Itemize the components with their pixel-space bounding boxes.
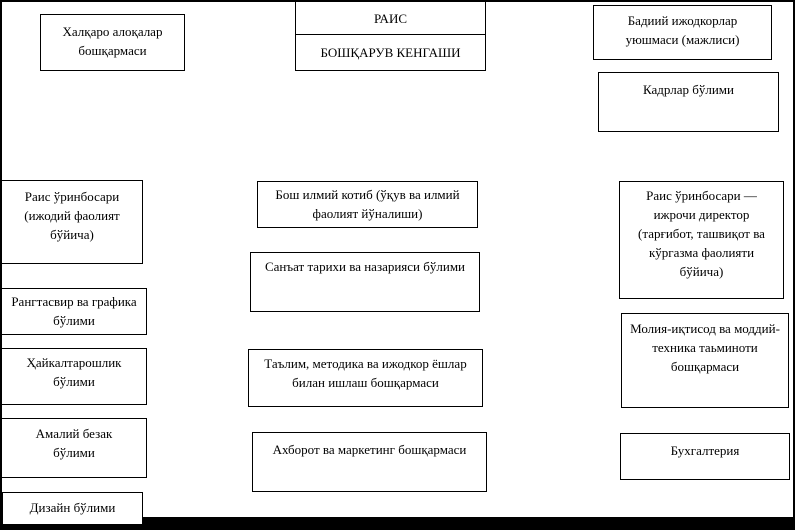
org-box-art-history-theory: Санъат тарихи ва назарияси бўлими [250,252,480,312]
org-box-chairman-board: РАИС БОШҚАРУВ КЕНГАШИ [295,1,486,71]
org-box-design: Дизайн бўлими [2,492,143,525]
org-box-sculpture: Ҳайкалтарошлик бўлими [1,348,147,405]
org-box-hr-department: Кадрлар бўлими [598,72,779,132]
org-box-creative-union: Бадиий ижодкорлар уюшмаси (мажлиси) [593,5,772,60]
org-box-accounting: Бухгалтерия [620,433,790,480]
org-box-painting-graphics: Рангтасвир ва графика бўлими [1,288,147,335]
org-box-chairman: РАИС [296,2,485,35]
org-box-board-council: БОШҚАРУВ КЕНГАШИ [320,45,461,60]
org-box-education-methodics: Таълим, методика ва ижодкор ёшлар билан … [248,349,483,407]
org-box-international-relations: Халқаро алоқалар бошқармаси [40,14,185,71]
org-box-finance-economy: Молия-иқтисод ва моддий- техника таьмино… [621,313,789,408]
org-box-deputy-chairman-creative: Раис ўринбосари (ижодий фаолият бўйича) [1,180,143,264]
org-box-deputy-executive-director: Раис ўринбосари — ижрочи директор (тарғи… [619,181,784,299]
bottom-bar [0,517,795,530]
org-box-applied-decor: Амалий безак бўлими [1,418,147,478]
org-box-chief-scientific-secretary: Бош илмий котиб (ўқув ва илмий фаолият й… [257,181,478,228]
org-box-info-marketing: Ахборот ва маркетинг бошқармаси [252,432,487,492]
